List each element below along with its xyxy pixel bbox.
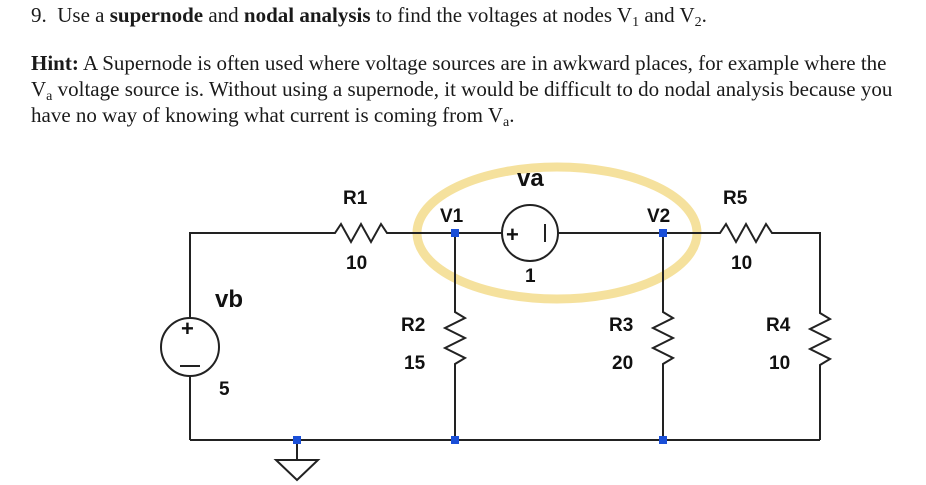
question-text-1: Use a xyxy=(57,3,105,27)
r5-label: R5 xyxy=(723,188,748,209)
hint-sub-1: a xyxy=(46,89,53,104)
question-text-5: . xyxy=(701,3,707,27)
resistor-r3 xyxy=(650,307,676,371)
r3-value: 20 xyxy=(612,353,633,374)
problem-statement: 9. Use a supernode and nodal analysis to… xyxy=(31,2,911,130)
node-ground-marker xyxy=(293,436,301,444)
node-bottom-r2-marker xyxy=(451,436,459,444)
ground-icon xyxy=(273,440,321,482)
r2-label: R2 xyxy=(401,315,425,336)
r4-label: R4 xyxy=(766,315,791,336)
hint-text-1: A Supernode is often used where voltage … xyxy=(31,51,887,101)
hint-label: Hint: xyxy=(31,51,79,75)
question-text-4: and V xyxy=(644,3,695,27)
question-sub-1: 1 xyxy=(632,15,640,30)
hint-text: Hint: A Supernode is often used where vo… xyxy=(31,50,911,130)
r2-value: 15 xyxy=(404,353,426,374)
r1-value: 10 xyxy=(346,253,367,274)
question-bold-nodal: nodal analysis xyxy=(243,3,371,27)
va-label: va xyxy=(517,165,544,192)
r3-label: R3 xyxy=(609,315,633,336)
question-text-3: to find the voltages at nodes V xyxy=(375,3,633,27)
resistor-r2 xyxy=(442,307,468,371)
resistor-r5 xyxy=(715,221,777,245)
node-v1-marker xyxy=(451,229,459,237)
hint-text-2: voltage source is. Without using a super… xyxy=(31,77,893,127)
wire-r5-right xyxy=(777,232,821,308)
node-v2-label: V2 xyxy=(647,206,670,227)
resistor-r1 xyxy=(330,221,392,245)
resistor-r4 xyxy=(807,308,833,371)
r1-label: R1 xyxy=(343,188,368,209)
vb-label: vb xyxy=(215,286,243,313)
va-plus-sign: + xyxy=(506,222,519,247)
node-bottom-r3-marker xyxy=(659,436,667,444)
hint-text-3: . xyxy=(509,103,515,127)
voltage-source-vb xyxy=(160,317,220,377)
node-v2-marker xyxy=(659,229,667,237)
question-sub-2: 2 xyxy=(694,15,702,30)
r5-value: 10 xyxy=(731,253,752,274)
va-value: 1 xyxy=(525,266,536,287)
question-bold-supernode: supernode xyxy=(109,3,204,27)
vb-value: 5 xyxy=(219,379,230,400)
hint-sub-2: a xyxy=(503,115,510,130)
wire-left-top xyxy=(189,232,330,318)
r4-value: 10 xyxy=(769,353,790,374)
node-v1-label: V1 xyxy=(440,206,464,227)
question-text-2: and xyxy=(208,3,239,27)
question-number: 9. xyxy=(31,3,47,27)
voltage-source-va xyxy=(490,204,570,262)
question-text: 9. Use a supernode and nodal analysis to… xyxy=(31,2,911,30)
vb-plus-sign: + xyxy=(181,316,194,341)
